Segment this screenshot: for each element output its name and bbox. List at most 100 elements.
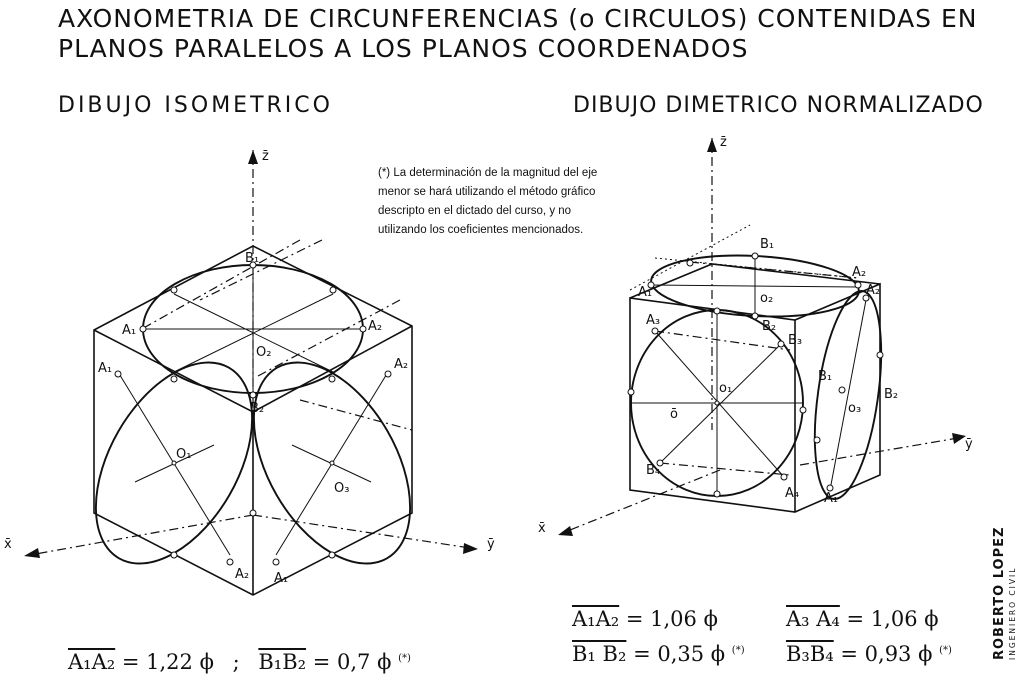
iso-formula: A₁A₂ = 1,22 ϕ ; B₁B₂ = 0,7 ϕ (*) [68, 650, 411, 674]
iso-label-z: z̄ [262, 149, 269, 164]
footnote-line: menor se hará utilizando el método gráfi… [378, 186, 596, 198]
point [813, 436, 821, 444]
iso-label-b2: B₂ [250, 401, 264, 416]
dim-dash-line [689, 261, 859, 279]
point [799, 406, 807, 414]
point [328, 551, 336, 559]
dim-label-o1: o₁ [719, 381, 732, 396]
point [647, 281, 655, 289]
iso-ellipse-left [94, 361, 254, 565]
point [714, 400, 720, 406]
point [329, 460, 335, 466]
point [384, 370, 392, 378]
dim-dash-line [654, 330, 791, 351]
point [272, 558, 280, 566]
dim-formula-f2-rhs: = 0,35 ϕ [633, 642, 726, 666]
dim-heading: DIBUJO DIMETRICO NORMALIZADO [573, 93, 984, 118]
iso-ellipse-right [252, 361, 412, 565]
point [114, 370, 122, 378]
point [862, 294, 870, 302]
point [171, 460, 177, 466]
dim-x-axis [564, 469, 721, 533]
dim-label-a4: A₄ [785, 486, 799, 501]
signature: ROBERTO LOPEZ INGENIERO CIVIL [992, 527, 1017, 660]
dim-formula-2: B₁ B₂ = 0,35 ϕ (*) [572, 642, 745, 666]
dim-dotted-line [629, 224, 751, 291]
dim-formula-f2-lhs: B₁ B₂ [572, 642, 627, 666]
dim-label-b1-top: B₁ [760, 237, 774, 252]
point [780, 473, 788, 481]
point [170, 551, 178, 559]
point [226, 558, 234, 566]
iso-y-axis [252, 514, 471, 549]
dim-formula-f1-lhs: A₁A₂ [572, 607, 620, 631]
dim-points [627, 252, 884, 498]
dim-formula-f4-mark: (*) [939, 645, 952, 656]
footnote-line: (*) La determinación de la magnitud del … [378, 167, 598, 179]
dim-label-b2-side: B₂ [884, 387, 898, 402]
footnote-line: utilizando los coeficientes mencionados. [378, 224, 584, 236]
dim-formula-4: B₃B₄ = 0,93 ϕ (*) [786, 642, 952, 666]
point [713, 490, 721, 498]
iso-heading: DIBUJO ISOMETRICO [58, 93, 333, 118]
point [139, 325, 147, 333]
dim-label-a1-top: A₁ [638, 285, 652, 300]
dim-label-o: ō [670, 407, 678, 422]
dim-formula-f4-lhs: B₃B₄ [786, 642, 834, 666]
point [249, 509, 257, 517]
dim-y-arrow [952, 433, 966, 444]
iso-ref-line [139, 239, 301, 331]
iso-label-b1: B₁ [245, 251, 259, 266]
point [751, 312, 759, 320]
point [876, 351, 884, 359]
dim-formula-f2-mark: (*) [731, 645, 745, 656]
signature-name: ROBERTO LOPEZ [992, 526, 1007, 660]
dim-dotted-line [654, 257, 859, 279]
iso-label-x: x̄ [4, 537, 12, 552]
iso-x-arrow [24, 548, 40, 558]
dim-formula-f1-rhs: = 1,06 ϕ [625, 607, 718, 631]
dim-formula-f3-lhs: A₃ A₄ [786, 607, 840, 631]
point [627, 388, 635, 396]
dim-formula-3: A₃ A₄ = 1,06 ϕ [786, 607, 939, 631]
dim-formula-f4-rhs: = 0,93 ϕ [840, 642, 933, 666]
dim-label-b2-top: B₂ [762, 319, 776, 334]
dim-side-axis [829, 299, 867, 491]
title-line-1: AXONOMETRIA DE CIRCUNFERENCIAS (o CIRCUL… [58, 4, 978, 33]
iso-points [114, 261, 392, 566]
iso-dash-line [299, 399, 413, 431]
point [826, 484, 834, 492]
dim-ellipse-side [813, 289, 883, 501]
dim-dash-line [659, 462, 791, 476]
iso-formula-mark: (*) [398, 653, 411, 664]
dim-formula-f3-rhs: = 1,06 ϕ [846, 607, 939, 631]
dim-label-a2-side: A₂ [866, 283, 880, 298]
point [249, 391, 257, 399]
iso-label-a2-bottom: A₂ [235, 567, 249, 582]
iso-label-a1-bottom: A₁ [274, 571, 288, 586]
iso-label-y: ȳ [487, 537, 495, 552]
dim-label-b4: B₄ [646, 463, 660, 478]
point [170, 375, 178, 383]
dim-z-arrow [707, 138, 717, 152]
dim-label-x: x̄ [538, 521, 546, 536]
iso-label-a2-top: A₂ [368, 319, 382, 334]
iso-label-a2-right: A₂ [394, 357, 408, 372]
iso-label-a1-top: A₁ [122, 323, 136, 338]
footnote: (*) La determinación de la magnitud del … [378, 164, 678, 240]
point [686, 259, 694, 267]
iso-dash-line [257, 299, 401, 377]
point [656, 459, 664, 467]
point [854, 281, 862, 289]
dim-formula-1: A₁A₂ = 1,06 ϕ [572, 607, 718, 631]
dim-label-a2-top: A₂ [852, 265, 866, 280]
dim-x-arrow [558, 526, 573, 536]
iso-label-a1-left: A₁ [98, 361, 112, 376]
point [359, 325, 367, 333]
dim-label-b1-side: B₁ [818, 369, 832, 384]
iso-label-o2: O₂ [256, 345, 271, 360]
point [651, 327, 659, 335]
point [328, 375, 336, 383]
dim-label-z: z̄ [720, 135, 727, 150]
